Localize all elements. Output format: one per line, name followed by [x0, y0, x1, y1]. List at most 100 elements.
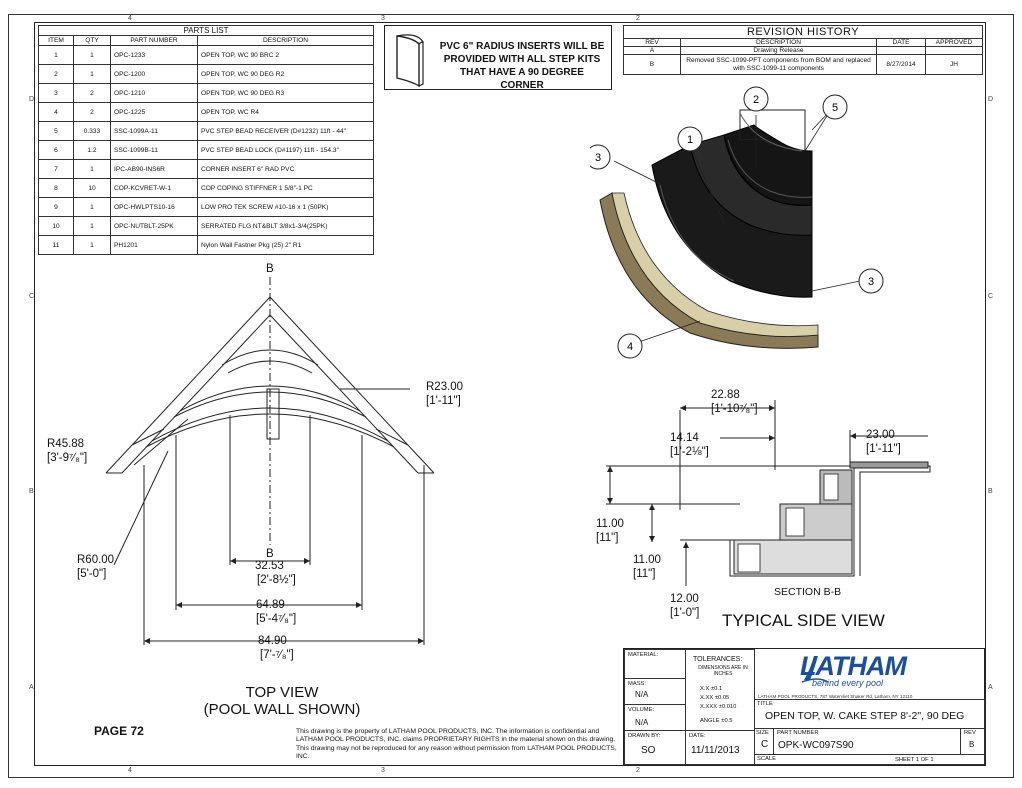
- date-label: DATE:: [689, 733, 706, 739]
- zone-right-d: D: [988, 96, 994, 103]
- note-line-2: PROVIDED WITH ALL STEP KITS: [443, 54, 601, 65]
- drawn-by-label: DRAWN BY:: [628, 733, 661, 739]
- latham-tagline: behind every pool: [812, 678, 884, 688]
- part-item: 10: [38, 216, 74, 236]
- rev-cell: JH: [925, 54, 983, 75]
- material-cell: MATERIAL:: [624, 649, 686, 679]
- latham-logo-mark: [801, 656, 829, 683]
- zone-bottom-3: 3: [381, 767, 385, 774]
- part-qty: 2: [73, 83, 111, 103]
- title-block: MATERIAL: MASS: N/A VOLUME: N/A DRAWN BY…: [623, 648, 985, 765]
- rev-col-date: DATE: [876, 38, 926, 47]
- rev-cell: Removed SSC-1099-PFT components from BOM…: [680, 54, 877, 75]
- page-label: PAGE 72: [94, 724, 144, 738]
- rev-cell: REV B: [960, 728, 985, 755]
- top-view-title-line2: (POOL WALL SHOWN): [203, 701, 361, 718]
- part-item: 2: [38, 64, 74, 84]
- balloon-2-label: 2: [753, 94, 759, 106]
- note-line-3: THAT HAVE A 90 DEGREE CORNER: [460, 67, 584, 91]
- tolerance-row: X.XX ±0.05: [700, 695, 730, 701]
- part-number: PH1201: [110, 235, 198, 255]
- drawn-by-cell: DRAWN BY: SO: [624, 730, 686, 765]
- balloon-2: [743, 86, 769, 112]
- dim-32: 32.53: [255, 560, 284, 572]
- part-item: 7: [38, 159, 74, 179]
- coping-block: [849, 461, 929, 469]
- balloon-3b-label: 3: [868, 276, 874, 288]
- dim-h11-b: 11.00: [633, 554, 661, 566]
- parts-list-header: ITEM QTY PART NUMBER DESCRIPTION: [38, 35, 374, 46]
- rev-cell: [876, 46, 926, 55]
- mass-label: MASS:: [628, 681, 647, 687]
- part-item: 3: [38, 83, 74, 103]
- rev-cell: A: [623, 46, 681, 55]
- tolerances-cell: TOLERANCES: DIMENSIONS ARE IN INCHES X.X…: [685, 649, 755, 731]
- dim-h11-a: 11.00: [596, 518, 624, 530]
- dim-23: 23.00: [866, 429, 895, 441]
- volume-label: VOLUME:: [628, 707, 655, 713]
- zone-top-3: 3: [381, 15, 385, 22]
- revision-history-table: REVISION HISTORY REV DESCRIPTION DATE AP…: [623, 25, 983, 75]
- pool-wall-top: [611, 192, 819, 337]
- latham-logo-text: LATHAM: [800, 651, 907, 681]
- dim-h11-a-ft: [11"]: [596, 532, 619, 544]
- scale-cell: SCALE SHEET 1 OF 1: [754, 754, 985, 765]
- dim-r45: R45.88: [47, 438, 85, 450]
- zone-bottom-4: 4: [128, 767, 132, 774]
- part-qty: 1: [73, 216, 111, 236]
- part-qty: 2: [73, 102, 111, 122]
- parts-list-table: PARTS LIST ITEM QTY PART NUMBER DESCRIPT…: [38, 25, 374, 255]
- part-item: 8: [38, 178, 74, 198]
- part-item: 9: [38, 197, 74, 217]
- size-label: SIZE: [756, 730, 769, 736]
- part-description: LOW PRO TEK SCREW #10-16 x 1 (50PK): [197, 197, 374, 217]
- arc-r45: [179, 385, 361, 412]
- step-tier-middle: [689, 134, 813, 236]
- section-bb-label: SECTION B-B: [774, 586, 842, 598]
- rev-cell: [925, 46, 983, 55]
- zone-left-a: A: [29, 684, 34, 691]
- zone-left-c: C: [29, 293, 35, 300]
- part-description: OPEN TOP, WC R4: [197, 102, 374, 122]
- insert-note-box: PVC 6" RADIUS INSERTS WILL BE PROVIDED W…: [384, 25, 612, 91]
- arc-r23: [221, 349, 319, 366]
- date-value: 11/11/2013: [691, 745, 740, 756]
- part-number: COP-KCVRET-W-1: [110, 178, 198, 198]
- top-view-drawing: [105, 277, 435, 645]
- balloon-3a-label: 3: [595, 152, 601, 164]
- tolerances-sub: DIMENSIONS ARE IN INCHES: [698, 665, 748, 677]
- part-description: COP COPING STIFFNER 1 5/8"-1 PC: [197, 178, 374, 198]
- col-item: ITEM: [38, 35, 74, 46]
- part-qty: 1.2: [73, 140, 111, 160]
- revision-row: A Drawing Release: [623, 46, 983, 55]
- top-section-mark-b-bottom: B: [266, 548, 274, 560]
- part-number: OPC-HWLPTS10-16: [110, 197, 198, 217]
- dim-r60-ft: [5'-0"]: [77, 568, 107, 580]
- part-qty: 1: [73, 64, 111, 84]
- part-description: OPEN TOP, WC 90 DEG R3: [197, 83, 374, 103]
- dim-23-ft: [1'-11"]: [866, 443, 901, 455]
- part-qty: 0.333: [73, 121, 111, 141]
- part-description: OPEN TOP, WC 90 DEG R2: [197, 64, 374, 84]
- part-description: SERRATED FLG NT&BLT 3/8x1-3/4(25PK): [197, 216, 374, 236]
- dim-14-14: 14.14: [670, 432, 699, 444]
- part-item: 6: [38, 140, 74, 160]
- dim-64: 64.89: [256, 599, 285, 611]
- revision-history-title: REVISION HISTORY: [623, 25, 983, 38]
- rev-cell: Drawing Release: [680, 46, 877, 55]
- rev-cell: B: [623, 54, 681, 75]
- part-number-label: PART NUMBER: [777, 730, 819, 736]
- title-label: TITLE: [757, 701, 773, 707]
- tolerances-label: TOLERANCES:: [693, 656, 743, 663]
- part-qty: 1: [73, 45, 111, 65]
- part-number: OPC-1210: [110, 83, 198, 103]
- part-number: OPC-NUTBLT-25PK: [110, 216, 198, 236]
- balloon-3a: [590, 144, 611, 170]
- tolerance-row: X.XXX ±0.010: [700, 704, 737, 710]
- drawn-by-value: SO: [641, 745, 656, 756]
